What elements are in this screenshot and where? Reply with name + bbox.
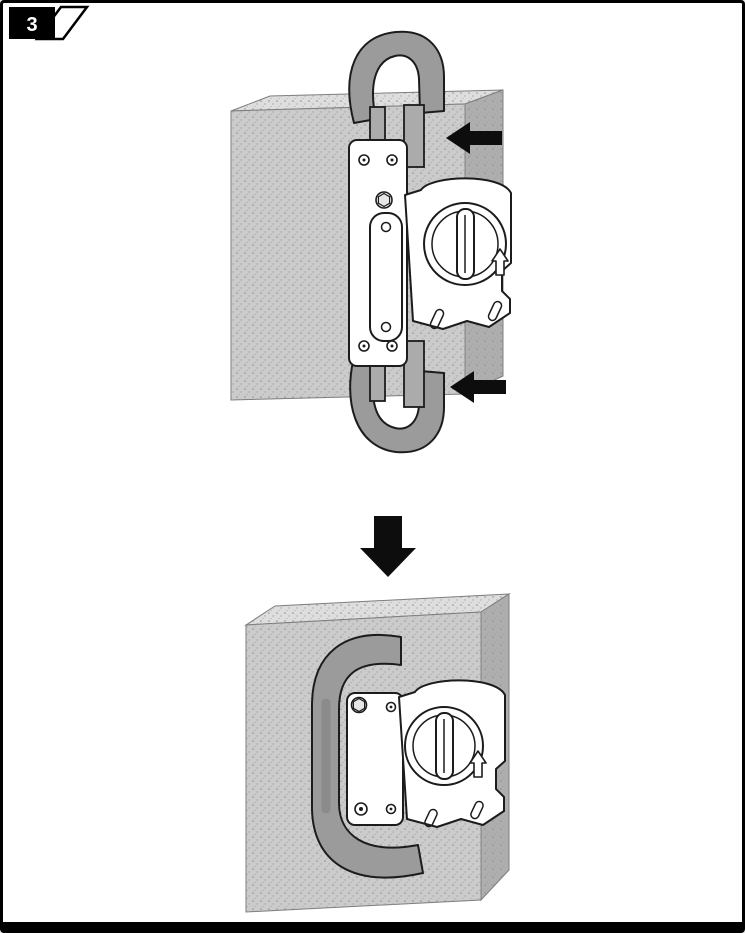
bottom-arm-bracket bbox=[349, 340, 445, 454]
assembled-screw-top-right-center bbox=[389, 705, 393, 709]
slot-plate bbox=[369, 212, 403, 342]
assembled-wall-plate bbox=[346, 692, 404, 826]
next-step-arrow-icon bbox=[360, 516, 416, 577]
screw-top-left-center bbox=[362, 158, 366, 162]
step-badge-box bbox=[9, 7, 55, 39]
dial-bracket bbox=[404, 177, 512, 330]
assembled-arm-bracket bbox=[311, 634, 424, 879]
assembled-screw-bottom-right-center bbox=[389, 807, 393, 811]
assembled-dial-up-arrow-icon bbox=[469, 750, 487, 778]
dial-up-arrow-icon bbox=[491, 248, 509, 276]
assembled-pivot-hole-center bbox=[359, 807, 363, 811]
wall-plate bbox=[348, 139, 408, 367]
top-arm bbox=[348, 30, 445, 124]
slot-plate-hole-top bbox=[380, 221, 392, 233]
screw-bottom-left-center bbox=[362, 344, 366, 348]
instruction-illustration: 3 bbox=[9, 5, 512, 913]
assembled-dial-bracket bbox=[398, 679, 506, 828]
assembled-dial-slot-left bbox=[424, 808, 438, 828]
push-arrow-top-icon bbox=[446, 122, 502, 154]
hex-bolt-icon bbox=[377, 192, 391, 208]
wall-block2-top-texture bbox=[246, 594, 509, 625]
dial-slot-right bbox=[487, 300, 503, 322]
slot-plate-hole-bottom bbox=[380, 321, 392, 333]
assembled-arm bbox=[311, 634, 424, 879]
assembled-dial-slot-right bbox=[470, 800, 484, 820]
dial-slot-left bbox=[429, 308, 445, 330]
step-number: 3 bbox=[26, 14, 37, 36]
screw-top-right-center bbox=[390, 158, 394, 162]
assembled-hex-bolt-icon bbox=[352, 697, 366, 713]
figure-assembled bbox=[244, 593, 511, 913]
screw-bottom-right-center bbox=[390, 344, 394, 348]
step-badge: 3 bbox=[9, 5, 90, 41]
push-arrow-bottom-icon bbox=[450, 371, 506, 403]
figure-exploded bbox=[230, 30, 512, 454]
bottom-arm-tab-right bbox=[403, 340, 425, 408]
top-arm-tab-right bbox=[403, 104, 425, 168]
